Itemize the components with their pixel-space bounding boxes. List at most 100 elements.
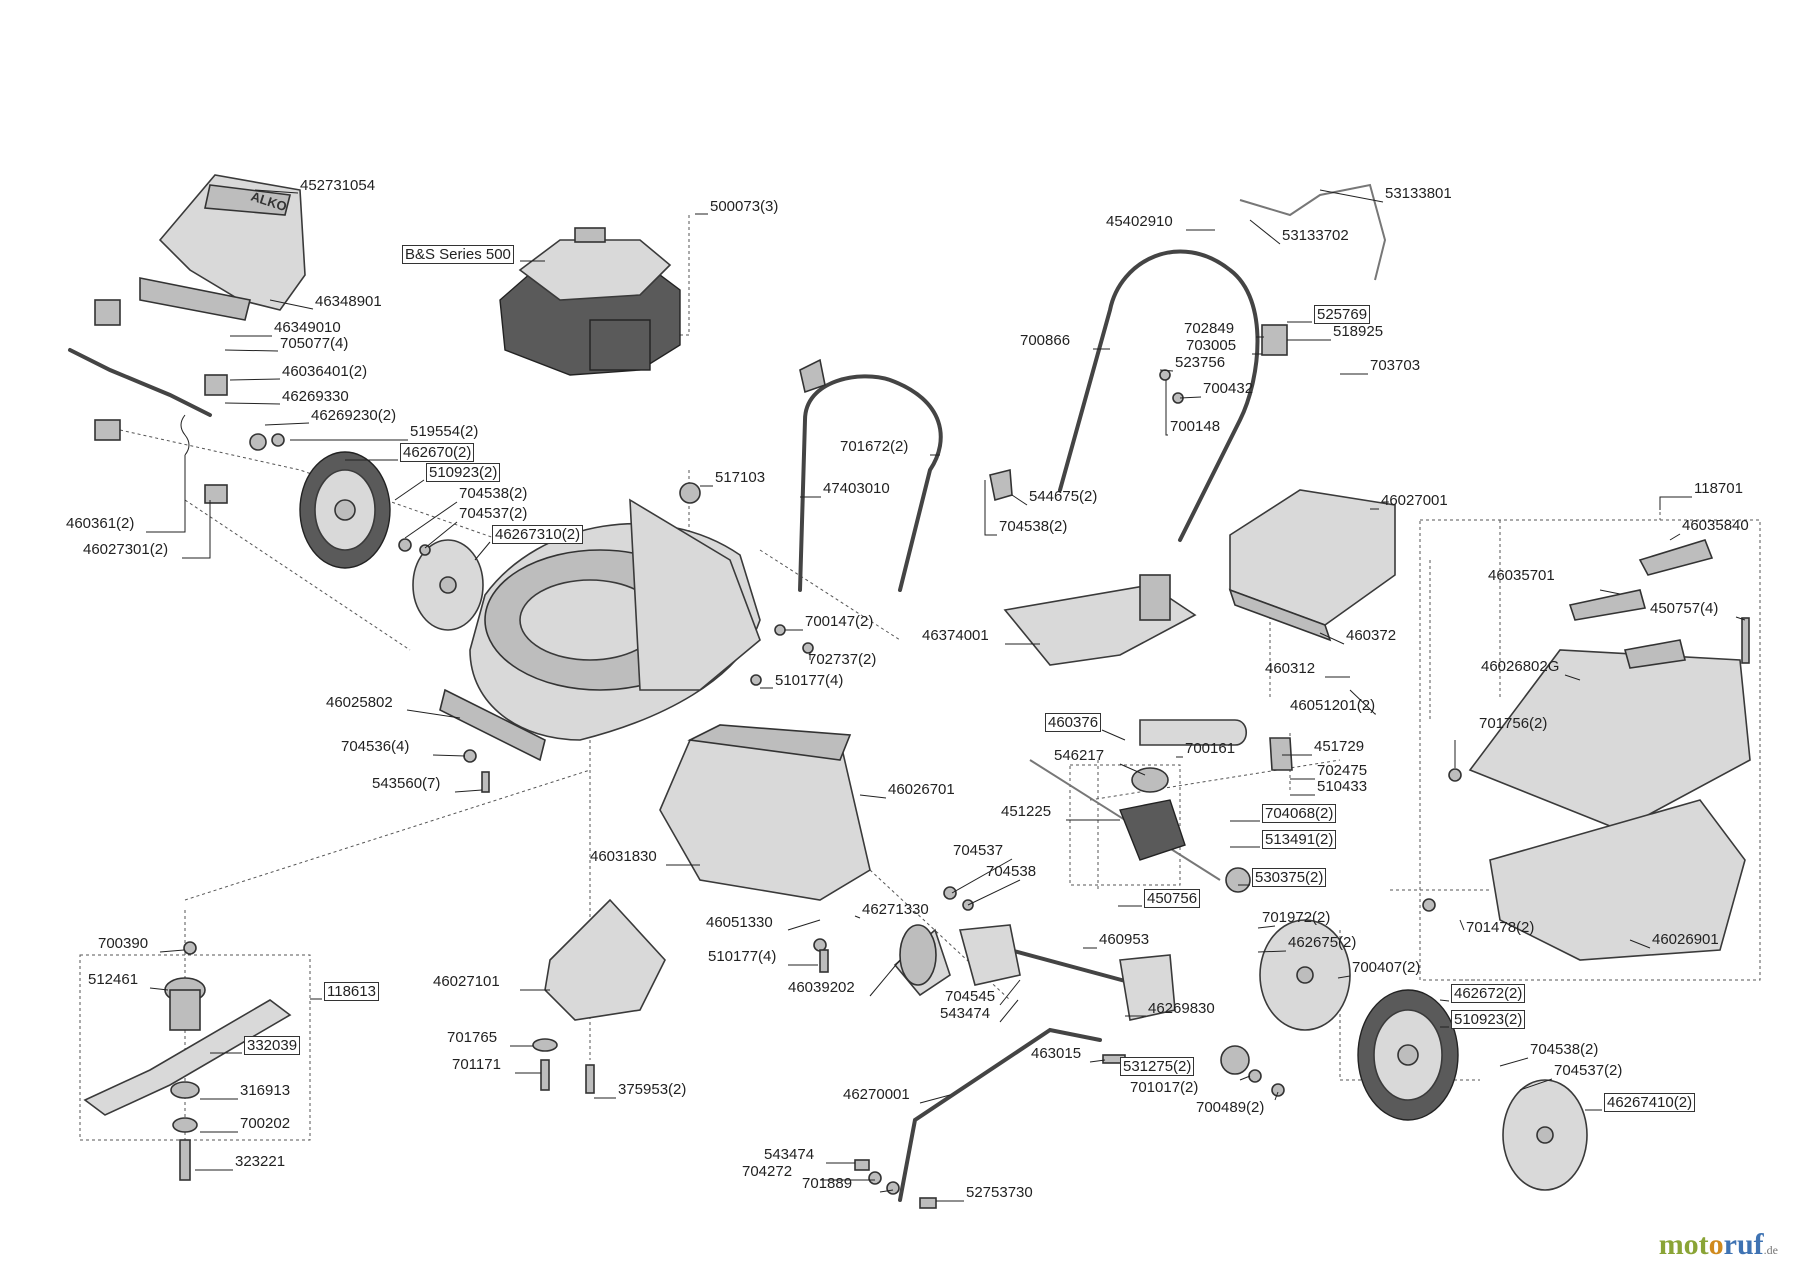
part-number-label: 118701 — [1694, 480, 1743, 497]
part-number-label: 700432 — [1203, 380, 1254, 397]
deflector — [544, 898, 666, 1021]
part-number-label: 523756 — [1175, 354, 1226, 371]
part-number-label: 46039202 — [788, 979, 855, 996]
blade — [83, 941, 292, 1181]
part-number-label: 513491(2) — [1262, 830, 1337, 849]
part-number-label: 701765 — [447, 1029, 498, 1046]
part-number-label: 704538(2) — [999, 518, 1068, 535]
part-number-label: 47403010 — [823, 480, 890, 497]
part-number-label: 46267410(2) — [1604, 1093, 1696, 1112]
part-number-label: 452731054 — [300, 177, 376, 194]
part-number-label: 701017(2) — [1130, 1079, 1199, 1096]
part-number-label: 46036401(2) — [282, 363, 368, 380]
part-number-label: 46025802 — [326, 694, 393, 711]
part-number-label: 546217 — [1054, 747, 1105, 764]
part-number-label: 700161 — [1185, 740, 1236, 757]
front-axle-rod — [68, 299, 228, 504]
part-number-label: 700866 — [1020, 332, 1071, 349]
part-number-label: 704538(2) — [459, 485, 528, 502]
part-number-label: 704538 — [986, 863, 1037, 880]
part-number-label: 46269830 — [1148, 1000, 1215, 1017]
part-number-label: 53133801 — [1385, 185, 1452, 202]
part-number-label: 46374001 — [922, 627, 989, 644]
part-number-label: 518925 — [1333, 323, 1384, 340]
part-number-label: 463015 — [1031, 1045, 1082, 1062]
part-number-label: 45402910 — [1106, 213, 1173, 230]
part-number-label: 531275(2) — [1120, 1057, 1195, 1076]
part-number-label: 512461 — [88, 971, 139, 988]
part-number-label: 460372 — [1346, 627, 1397, 644]
catcher-lid — [1228, 489, 1396, 642]
part-number-label: 543474 — [940, 1005, 991, 1022]
front-wheel — [249, 433, 484, 631]
part-number-label: 704272 — [742, 1163, 793, 1180]
part-number-label: 332039 — [244, 1036, 301, 1055]
part-number-label: 323221 — [235, 1153, 286, 1170]
part-number-label: 704068(2) — [1262, 804, 1337, 823]
handle-clamp — [893, 924, 951, 997]
part-number-label: 46027101 — [433, 973, 500, 990]
gearbox — [1029, 719, 1293, 893]
part-number-label: 500073(3) — [710, 198, 779, 215]
engine — [499, 227, 681, 376]
part-number-label: 700148 — [1170, 418, 1221, 435]
part-number-label: 460953 — [1099, 931, 1150, 948]
part-number-label: 46348901 — [315, 293, 382, 310]
part-number-label: 703005 — [1186, 337, 1237, 354]
part-number-label: 510433 — [1317, 778, 1368, 795]
part-number-label: 704545 — [945, 988, 996, 1005]
part-number-label: 450756 — [1144, 889, 1201, 908]
part-number-label: 517103 — [715, 469, 766, 486]
part-number-label: 451729 — [1314, 738, 1365, 755]
part-number-label: 46035701 — [1488, 567, 1555, 584]
part-number-label: 704537 — [953, 842, 1004, 859]
part-number-label: 52753730 — [966, 1184, 1033, 1201]
engine-cover — [139, 174, 306, 321]
grass-catcher — [1468, 539, 1751, 961]
part-number-label: 46026802G — [1481, 658, 1560, 675]
part-number-label: 46349010 — [274, 319, 341, 336]
part-number-label: 700390 — [98, 935, 149, 952]
part-number-label: 46031830 — [590, 848, 657, 865]
part-number-label: 701672(2) — [840, 438, 909, 455]
part-number-label: 46051330 — [706, 914, 773, 931]
part-number-label: 701171 — [452, 1056, 501, 1073]
part-number-label: 510923(2) — [1451, 1010, 1526, 1029]
upper-handle — [1058, 183, 1387, 542]
part-number-label: 450757(4) — [1650, 600, 1719, 617]
part-number-label: 46051201(2) — [1290, 697, 1376, 714]
part-number-label: 462670(2) — [400, 443, 475, 462]
part-number-label: 460361(2) — [66, 515, 135, 532]
motoruf-logo: motoruf.de — [1658, 1228, 1778, 1261]
part-number-label: 316913 — [240, 1082, 291, 1099]
part-number-label: 544675(2) — [1029, 488, 1098, 505]
part-number-label: 702849 — [1184, 320, 1235, 337]
part-number-label: 46271330 — [862, 901, 929, 918]
leader-lines — [146, 189, 1746, 1202]
part-number-label: 519554(2) — [410, 423, 479, 440]
part-number-label: 46026901 — [1652, 931, 1719, 948]
part-number-label: 46267310(2) — [492, 525, 584, 544]
part-number-label: 462675(2) — [1288, 934, 1357, 951]
part-number-label: 702737(2) — [808, 651, 877, 668]
part-number-label: 700489(2) — [1196, 1099, 1265, 1116]
part-number-label: 704536(4) — [341, 738, 410, 755]
rear-axle — [898, 924, 1250, 1202]
lower-handle — [798, 358, 1013, 592]
rear-wheel — [1259, 919, 1588, 1191]
part-number-label: 46026701 — [888, 781, 955, 798]
part-number-label: 543474 — [764, 1146, 815, 1163]
part-number-label: B&S Series 500 — [402, 245, 514, 264]
part-number-label: 46027301(2) — [83, 541, 169, 558]
part-number-label: 460312 — [1265, 660, 1316, 677]
part-number-label: 703703 — [1370, 357, 1421, 374]
part-number-label: 704537(2) — [459, 505, 528, 522]
part-number-label: 701972(2) — [1262, 909, 1331, 926]
part-number-label: 705077(4) — [280, 335, 349, 352]
part-number-label: 704538(2) — [1530, 1041, 1599, 1058]
part-number-label: 46027001 — [1381, 492, 1448, 509]
part-number-label: 118613 — [324, 982, 379, 1001]
part-number-label: 700407(2) — [1352, 959, 1421, 976]
